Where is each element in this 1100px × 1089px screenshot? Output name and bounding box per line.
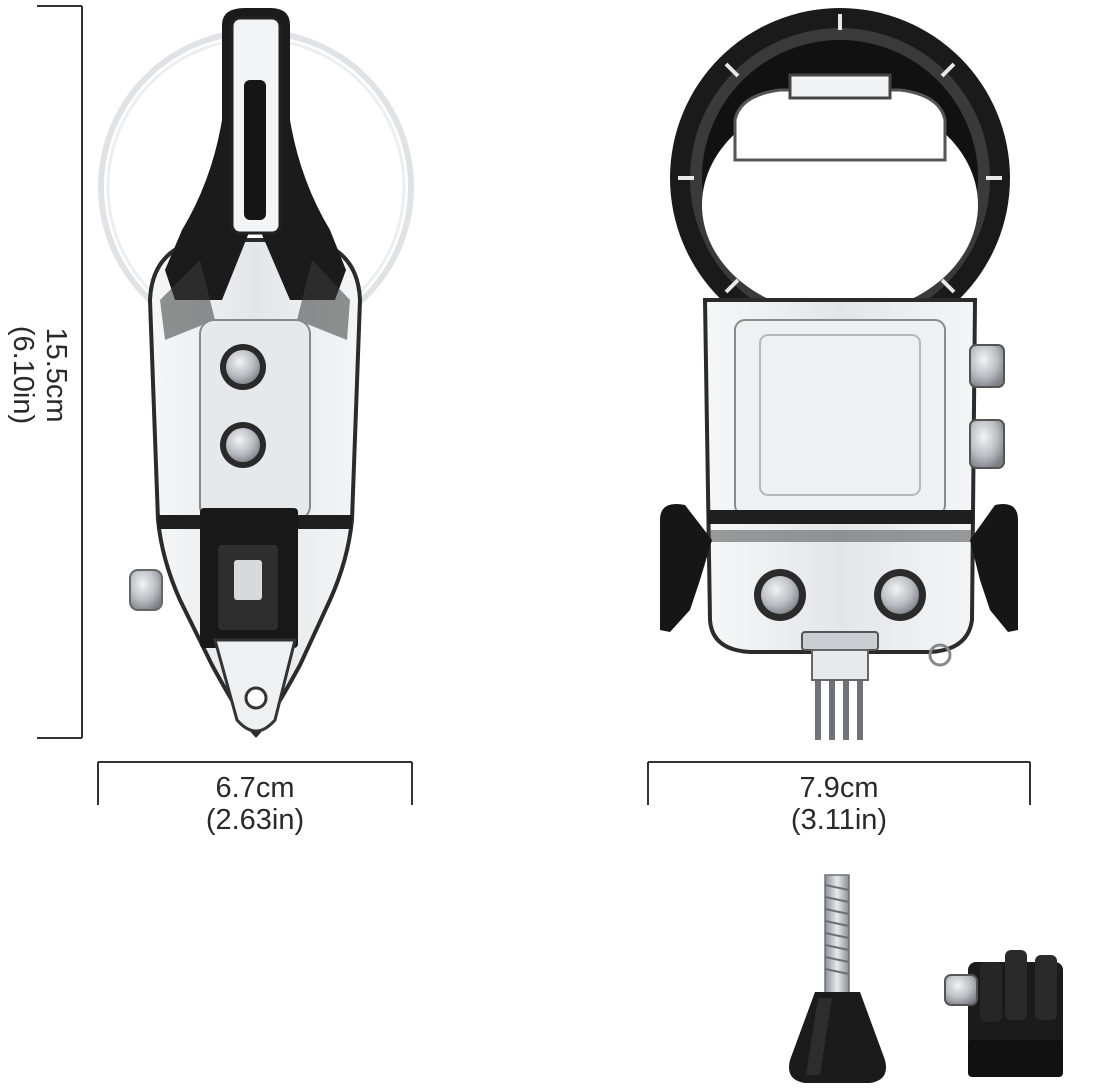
front-width-in-text: (3.11in) [790, 804, 888, 836]
side-width-cm-text: 6.7cm [215, 772, 295, 804]
height-label: 15.5cm (6.10in) [2, 255, 72, 495]
side-width-dimension-line [97, 761, 413, 805]
front-view-housing [660, 8, 1018, 740]
front-width-label: 7.9cm (3.11in) [648, 772, 1030, 836]
side-view-housing [98, 8, 414, 738]
mount-buckle [944, 950, 1063, 1077]
thumb-screw [789, 874, 886, 1083]
side-width-in-text: (2.63in) [205, 804, 305, 836]
front-width-dimension-line [647, 761, 1031, 805]
height-in-text: (6.10in) [7, 325, 39, 425]
height-cm-text: 15.5cm [40, 327, 72, 423]
side-width-label: 6.7cm (2.63in) [98, 772, 412, 836]
front-width-cm-text: 7.9cm [799, 772, 879, 804]
height-dimension-line [37, 5, 83, 739]
